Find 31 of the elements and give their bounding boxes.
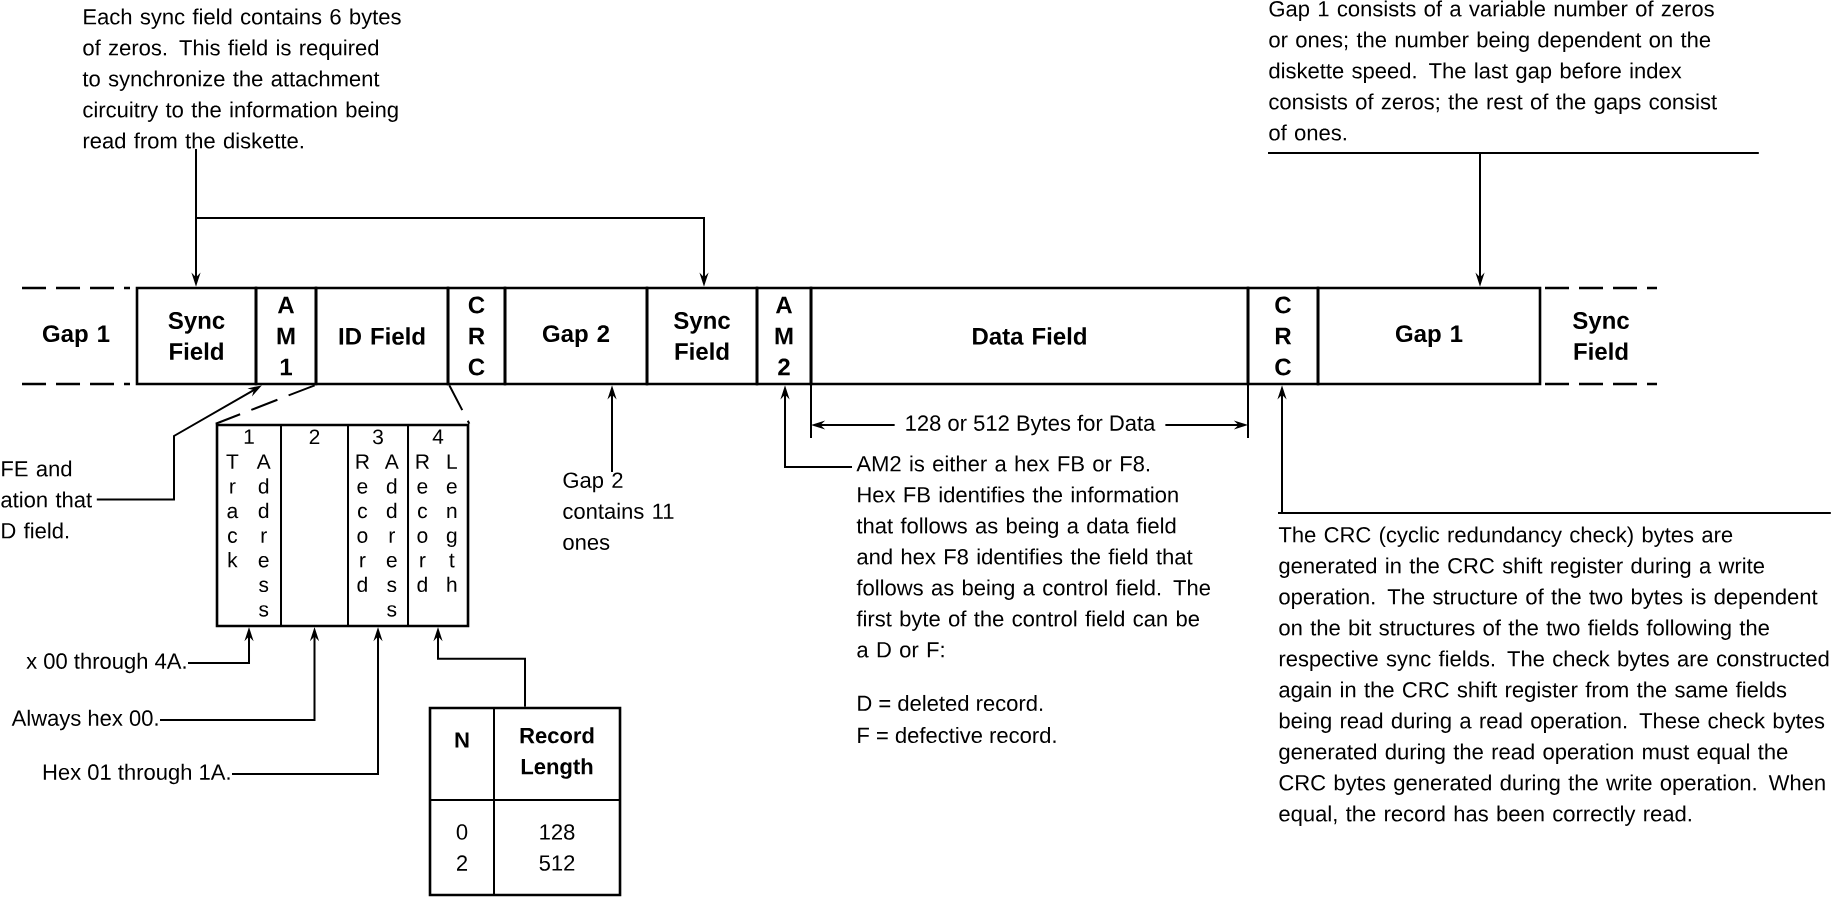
open-field-segment: Gap 1 [22, 286, 130, 386]
byte-column: 2 [280, 424, 349, 627]
annotation-text: x 00 through 4A. [26, 652, 186, 674]
record-length-table: N Record Length 0 128 2 512 [428, 706, 622, 897]
field-box: Sync Field [135, 286, 258, 386]
byte-column: 3 Record Address [347, 424, 409, 627]
field-box: Gap 2 [503, 286, 649, 386]
field-box: CRC [1246, 286, 1320, 386]
byte-column: 1 Track Address [216, 424, 282, 627]
expansion-line [448, 384, 471, 425]
field-box: ID Field [314, 286, 450, 386]
annotation-text: FE and ation that D field. [1, 460, 92, 539]
definition-text: D = deleted record. [858, 694, 1043, 712]
field-box: CRC [446, 286, 507, 386]
annotation-text: The CRC (cyclic redundancy check) bytes are generated in the CRC shift register during a write operation. The structure of the two bytes is dependent on the bit structures of the two fields following the respective sync fields. The check bytes are constructed again in the CRC shift register from the same fields being read during a read operation. These check bytes generated during the read operation must equal the CRC bytes generated during the write operation. When equal, the record has been correctly read. [1277, 512, 1832, 826]
annotation-text: AM2 is either a hex FB or F8. Hex FB identifies the information that follows as being a data field and hex F8 identifies the field that follows as being a control field. The first byte of the control field can be a D or F: [856, 455, 1210, 658]
byte-column: 4 Record Length [407, 424, 469, 627]
field-box: Data Field [809, 286, 1250, 386]
field-box: Gap 1 [1316, 286, 1542, 386]
expansion-line [214, 384, 316, 425]
field-box: AM2 [755, 286, 813, 386]
annotation-text: Each sync field contains 6 bytes of zeros. This field is required to synchronize the attachment circuitry to the information being read from the diskette. [82, 8, 401, 149]
field-box: AM1 [254, 286, 318, 386]
annotation-text: Always hex 00. [11, 709, 158, 731]
annotation-text: Gap 2 contains 11 ones [563, 472, 674, 550]
definition-text: F = defective record. [858, 726, 1056, 744]
field-box: Sync Field [645, 286, 759, 386]
annotation-text: Gap 1 consists of a variable number of zeros or ones; the number being dependent on the diskette speed. The last gap before index consists of zeros; the rest of the gaps consist of ones. [1267, 0, 1760, 154]
dimension-label: 128 or 512 Bytes for Data [894, 408, 1166, 442]
open-field-segment: Sync Field [1545, 286, 1657, 386]
annotation-text: Hex 01 through 1A. [43, 763, 230, 785]
